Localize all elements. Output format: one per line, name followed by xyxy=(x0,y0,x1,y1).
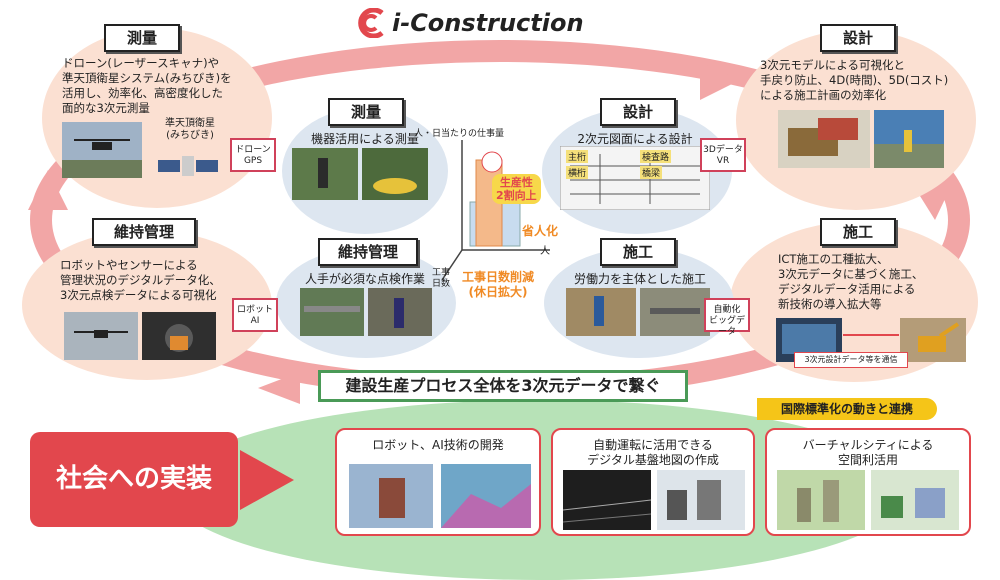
outer-survey-text: ドローン(レーザースキャナ)や 準天頂衛星システム(みちびき)を 活用し、効率化… xyxy=(62,56,272,116)
outer-design-title: 設計 xyxy=(820,24,896,52)
text-line: 活用し、効率化、高密度化した xyxy=(62,86,223,100)
text-line: 準天頂衛星 xyxy=(165,118,215,129)
inner-construction-title: 施工 xyxy=(600,238,676,266)
process-banner: 建設生産プロセス全体を3次元データで繋ぐ xyxy=(318,370,688,402)
text-line: 3次元モデルによる可視化と xyxy=(760,58,905,72)
text-line: ICT施工の工種拡大、 xyxy=(778,252,889,266)
logo-text: i-Construction xyxy=(392,9,584,37)
text-line: による施工計画の効率化 xyxy=(760,88,887,102)
text-line: AI xyxy=(250,316,260,326)
card-digital-map: 自動運転に活用できる デジタル基盤地図の作成 xyxy=(551,428,755,536)
robot-photo xyxy=(349,464,433,528)
implementation-arrow xyxy=(240,450,294,510)
outer-maintenance-title: 維持管理 xyxy=(92,218,196,246)
text-line: 工事日数削減 xyxy=(462,270,535,284)
intl-standard-tag: 国際標準化の動きと連携 xyxy=(757,398,937,420)
space-utilization-photo xyxy=(871,470,959,530)
ai-terrain-photo xyxy=(441,464,531,528)
card-title: ロボット、AI技術の開発 xyxy=(372,438,504,452)
outer-construction-text: ICT施工の工種拡大、 3次元データに基づく施工、 デジタルデータ活用による 新… xyxy=(778,252,968,312)
satellite-icon xyxy=(158,156,218,176)
reduction-label: 工事日数削減(休日拡大) xyxy=(462,270,534,300)
text-line: 3Dデータ xyxy=(703,145,743,155)
text-line: VR xyxy=(716,156,730,166)
text-line: 自動化 xyxy=(713,305,741,315)
text-line: 2割向上 xyxy=(496,189,537,202)
drone-photo xyxy=(62,122,142,178)
person-axis-label: 人 xyxy=(540,246,550,257)
outer-design-text: 3次元モデルによる可視化と 手戻り防止、4D(時間)、5D(コスト) による施工… xyxy=(760,58,970,103)
text-line: 面的な3次元測量 xyxy=(62,101,150,115)
card-robot-ai: ロボット、AI技術の開発 xyxy=(335,428,541,536)
card-title: バーチャルシティによる 空間利活用 xyxy=(802,438,934,467)
card-title: 自動運転に活用できる デジタル基盤地図の作成 xyxy=(587,438,719,467)
productivity-ylabel: 人・日当たりの仕事量 xyxy=(414,129,505,139)
text-line: 新技術の導入拡大等 xyxy=(778,297,882,311)
text-line: 手戻り防止、4D(時間)、5D(コスト) xyxy=(760,73,949,87)
vr-photo xyxy=(874,110,944,168)
virtual-city-photo xyxy=(777,470,865,530)
social-implementation-box: 社会への実装 xyxy=(30,432,238,527)
text-line: ビッグデータ xyxy=(708,316,745,337)
text-line: 工事 xyxy=(432,268,451,278)
lidar-road-photo xyxy=(563,470,651,530)
logo: i-Construction xyxy=(352,6,584,40)
3d-city-map-photo xyxy=(657,470,745,530)
manual-inspection-photo xyxy=(368,288,432,336)
text-line: 日数 xyxy=(432,279,451,289)
design-chip: 検査路 xyxy=(640,150,672,163)
text-line: 管理状況のデジタルデータ化、 xyxy=(60,273,221,287)
design-chip: 横桁 xyxy=(566,166,589,179)
text-line: デジタルデータ活用による xyxy=(778,282,916,296)
robot-drone-photo xyxy=(64,312,138,360)
outer-survey-title: 測量 xyxy=(104,24,180,52)
text-line: 準天頂衛星システム(みちびき)を xyxy=(62,71,232,85)
text-line: 3次元点検データによる可視化 xyxy=(60,288,217,302)
inner-maintenance-text: 人手が必須な点検作業 xyxy=(304,272,425,286)
inner-design-text: 2次元図面による設計 xyxy=(577,132,693,146)
survey-worker-photo xyxy=(292,148,358,200)
outer-maintenance-text: ロボットやセンサーによる 管理状況のデジタルデータ化、 3次元点検データによる可… xyxy=(60,258,260,303)
work-days-axis-label: 工事日数 xyxy=(432,268,450,290)
data-link-arrow xyxy=(843,334,899,336)
text-line: ロボット xyxy=(236,305,273,315)
boat-survey-photo xyxy=(362,148,428,200)
text-line: ドローン xyxy=(235,145,271,155)
text-line: 生産性 xyxy=(499,176,533,189)
inner-survey-title: 測量 xyxy=(328,98,404,126)
outer-survey-panel xyxy=(42,28,272,208)
labor-construction-photo xyxy=(566,288,636,336)
excavator-photo xyxy=(900,318,966,362)
outer-construction-title: 施工 xyxy=(820,218,896,246)
logo-mark-icon xyxy=(358,8,384,38)
text-line: (休日拡大) xyxy=(468,285,528,299)
3d-model-photo xyxy=(778,110,870,168)
satellite-label: 準天頂衛星 (みちびき) xyxy=(150,118,230,142)
inner-construction-text: 労働力を主体とした施工 xyxy=(573,272,706,286)
construction-caption: 3次元設計データ等を通信 xyxy=(794,352,908,368)
site-work-photo xyxy=(640,288,710,336)
design-chip: 橋梁 xyxy=(640,166,663,179)
tunnel-inspection-photo xyxy=(142,312,216,360)
card-virtual-city: バーチャルシティによる 空間利活用 xyxy=(765,428,971,536)
bridge-inspection-photo xyxy=(300,288,364,336)
text-line: GPS xyxy=(243,156,263,166)
text-line: (みちびき) xyxy=(166,130,214,141)
automation-bigdata-arrow: 自動化ビッグデータ xyxy=(704,298,750,337)
inner-survey-text: 機器活用による測量 xyxy=(311,132,419,146)
inner-design-title: 設計 xyxy=(600,98,676,126)
inner-maintenance-title: 維持管理 xyxy=(318,238,418,266)
text-line: ロボットやセンサーによる xyxy=(60,258,198,272)
labor-saving-label: 省人化 xyxy=(522,224,559,238)
text-line: 3次元データに基づく施工、 xyxy=(778,267,924,281)
design-chip: 主桁 xyxy=(566,150,589,163)
text-line: ドローン(レーザースキャナ)や xyxy=(62,56,220,70)
